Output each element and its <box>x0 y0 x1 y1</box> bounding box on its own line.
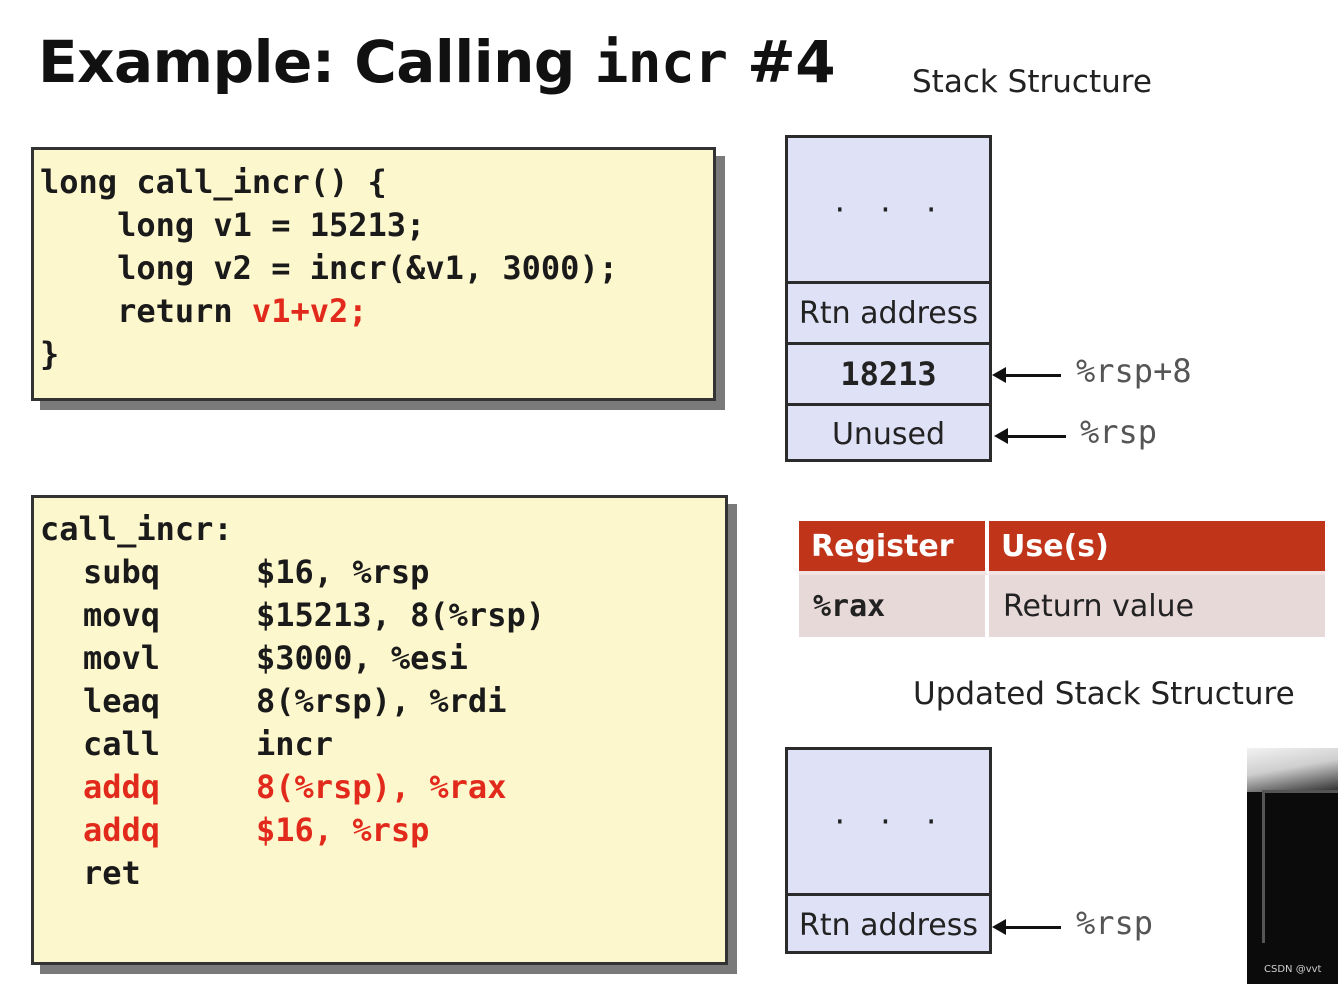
pointer-rsp: %rsp <box>1080 413 1158 451</box>
stack-title: Stack Structure <box>912 64 1152 100</box>
stack-cell-unused: Unused <box>788 403 989 462</box>
cell-use: Return value <box>989 575 1325 637</box>
asm-op: movl <box>83 639 161 677</box>
updated-stack-diagram: · · · Rtn address <box>785 747 992 954</box>
arrow-left-icon <box>992 367 1061 383</box>
asm-op: subq <box>83 553 161 591</box>
header-register: Register <box>799 521 989 575</box>
cell-register: %rax <box>799 575 989 637</box>
c-code-box: long call_incr() { long v1 = 15213; long… <box>31 147 716 401</box>
c-line-1: long call_incr() { <box>40 163 387 201</box>
arrow-left-icon <box>994 428 1066 444</box>
pointer-rsp-plus-8: %rsp+8 <box>1076 352 1192 390</box>
register-table: Register Use(s) %rax Return value <box>799 521 1325 637</box>
asm-op: addq <box>83 811 161 849</box>
asm-op: call <box>83 725 161 763</box>
stack-cell-dots: · · · <box>831 193 946 226</box>
table-row: %rax Return value <box>799 575 1325 637</box>
updated-stack-cell-dots: · · · <box>831 805 946 838</box>
title-suffix: #4 <box>727 28 836 96</box>
title-code: incr <box>594 31 728 96</box>
c-line-5: } <box>40 335 60 373</box>
asm-op: movq <box>83 596 161 634</box>
updated-pointer-rsp: %rsp <box>1076 904 1154 942</box>
asm-label: call_incr: <box>40 510 233 548</box>
arrow-left-icon <box>992 919 1061 935</box>
asm-args: incr <box>256 725 334 763</box>
c-line-3: long v2 = incr(&v1, 3000); <box>40 249 618 287</box>
asm-args: $16, %rsp <box>256 553 430 591</box>
asm-code-box: call_incr: subq $16, %rsp movq $15213, 8(%r… <box>31 495 728 965</box>
asm-args: $15213, 8(%rsp) <box>256 596 545 634</box>
c-line-2: long v1 = 15213; <box>40 206 426 244</box>
asm-op: leaq <box>83 682 161 720</box>
c-highlight: v1+v2; <box>251 292 368 330</box>
stack-cell-value: 18213 <box>788 342 989 403</box>
updated-stack-cell-rtn-address: Rtn address <box>788 893 989 954</box>
video-overlay-frame <box>1262 790 1338 943</box>
header-uses: Use(s) <box>989 521 1325 575</box>
updated-stack-title: Updated Stack Structure <box>913 676 1295 712</box>
asm-op: addq <box>83 768 161 806</box>
asm-args: $16, %rsp <box>256 811 430 849</box>
video-overlay-highlight <box>1247 748 1338 792</box>
asm-op: ret <box>83 854 141 892</box>
table-header-row: Register Use(s) <box>799 521 1325 575</box>
c-line-4: return v1+v2; <box>40 292 368 330</box>
asm-args: 8(%rsp), %rax <box>256 768 507 806</box>
stack-cell-rtn-address: Rtn address <box>788 281 989 342</box>
watermark: CSDN @vvt <box>1264 964 1322 975</box>
asm-args: $3000, %esi <box>256 639 468 677</box>
asm-args: 8(%rsp), %rdi <box>256 682 507 720</box>
title-text: Example: Calling <box>38 28 595 96</box>
slide-title: Example: Calling incr #4 <box>38 28 836 96</box>
stack-diagram: · · · Rtn address 18213 Unused <box>785 135 992 462</box>
